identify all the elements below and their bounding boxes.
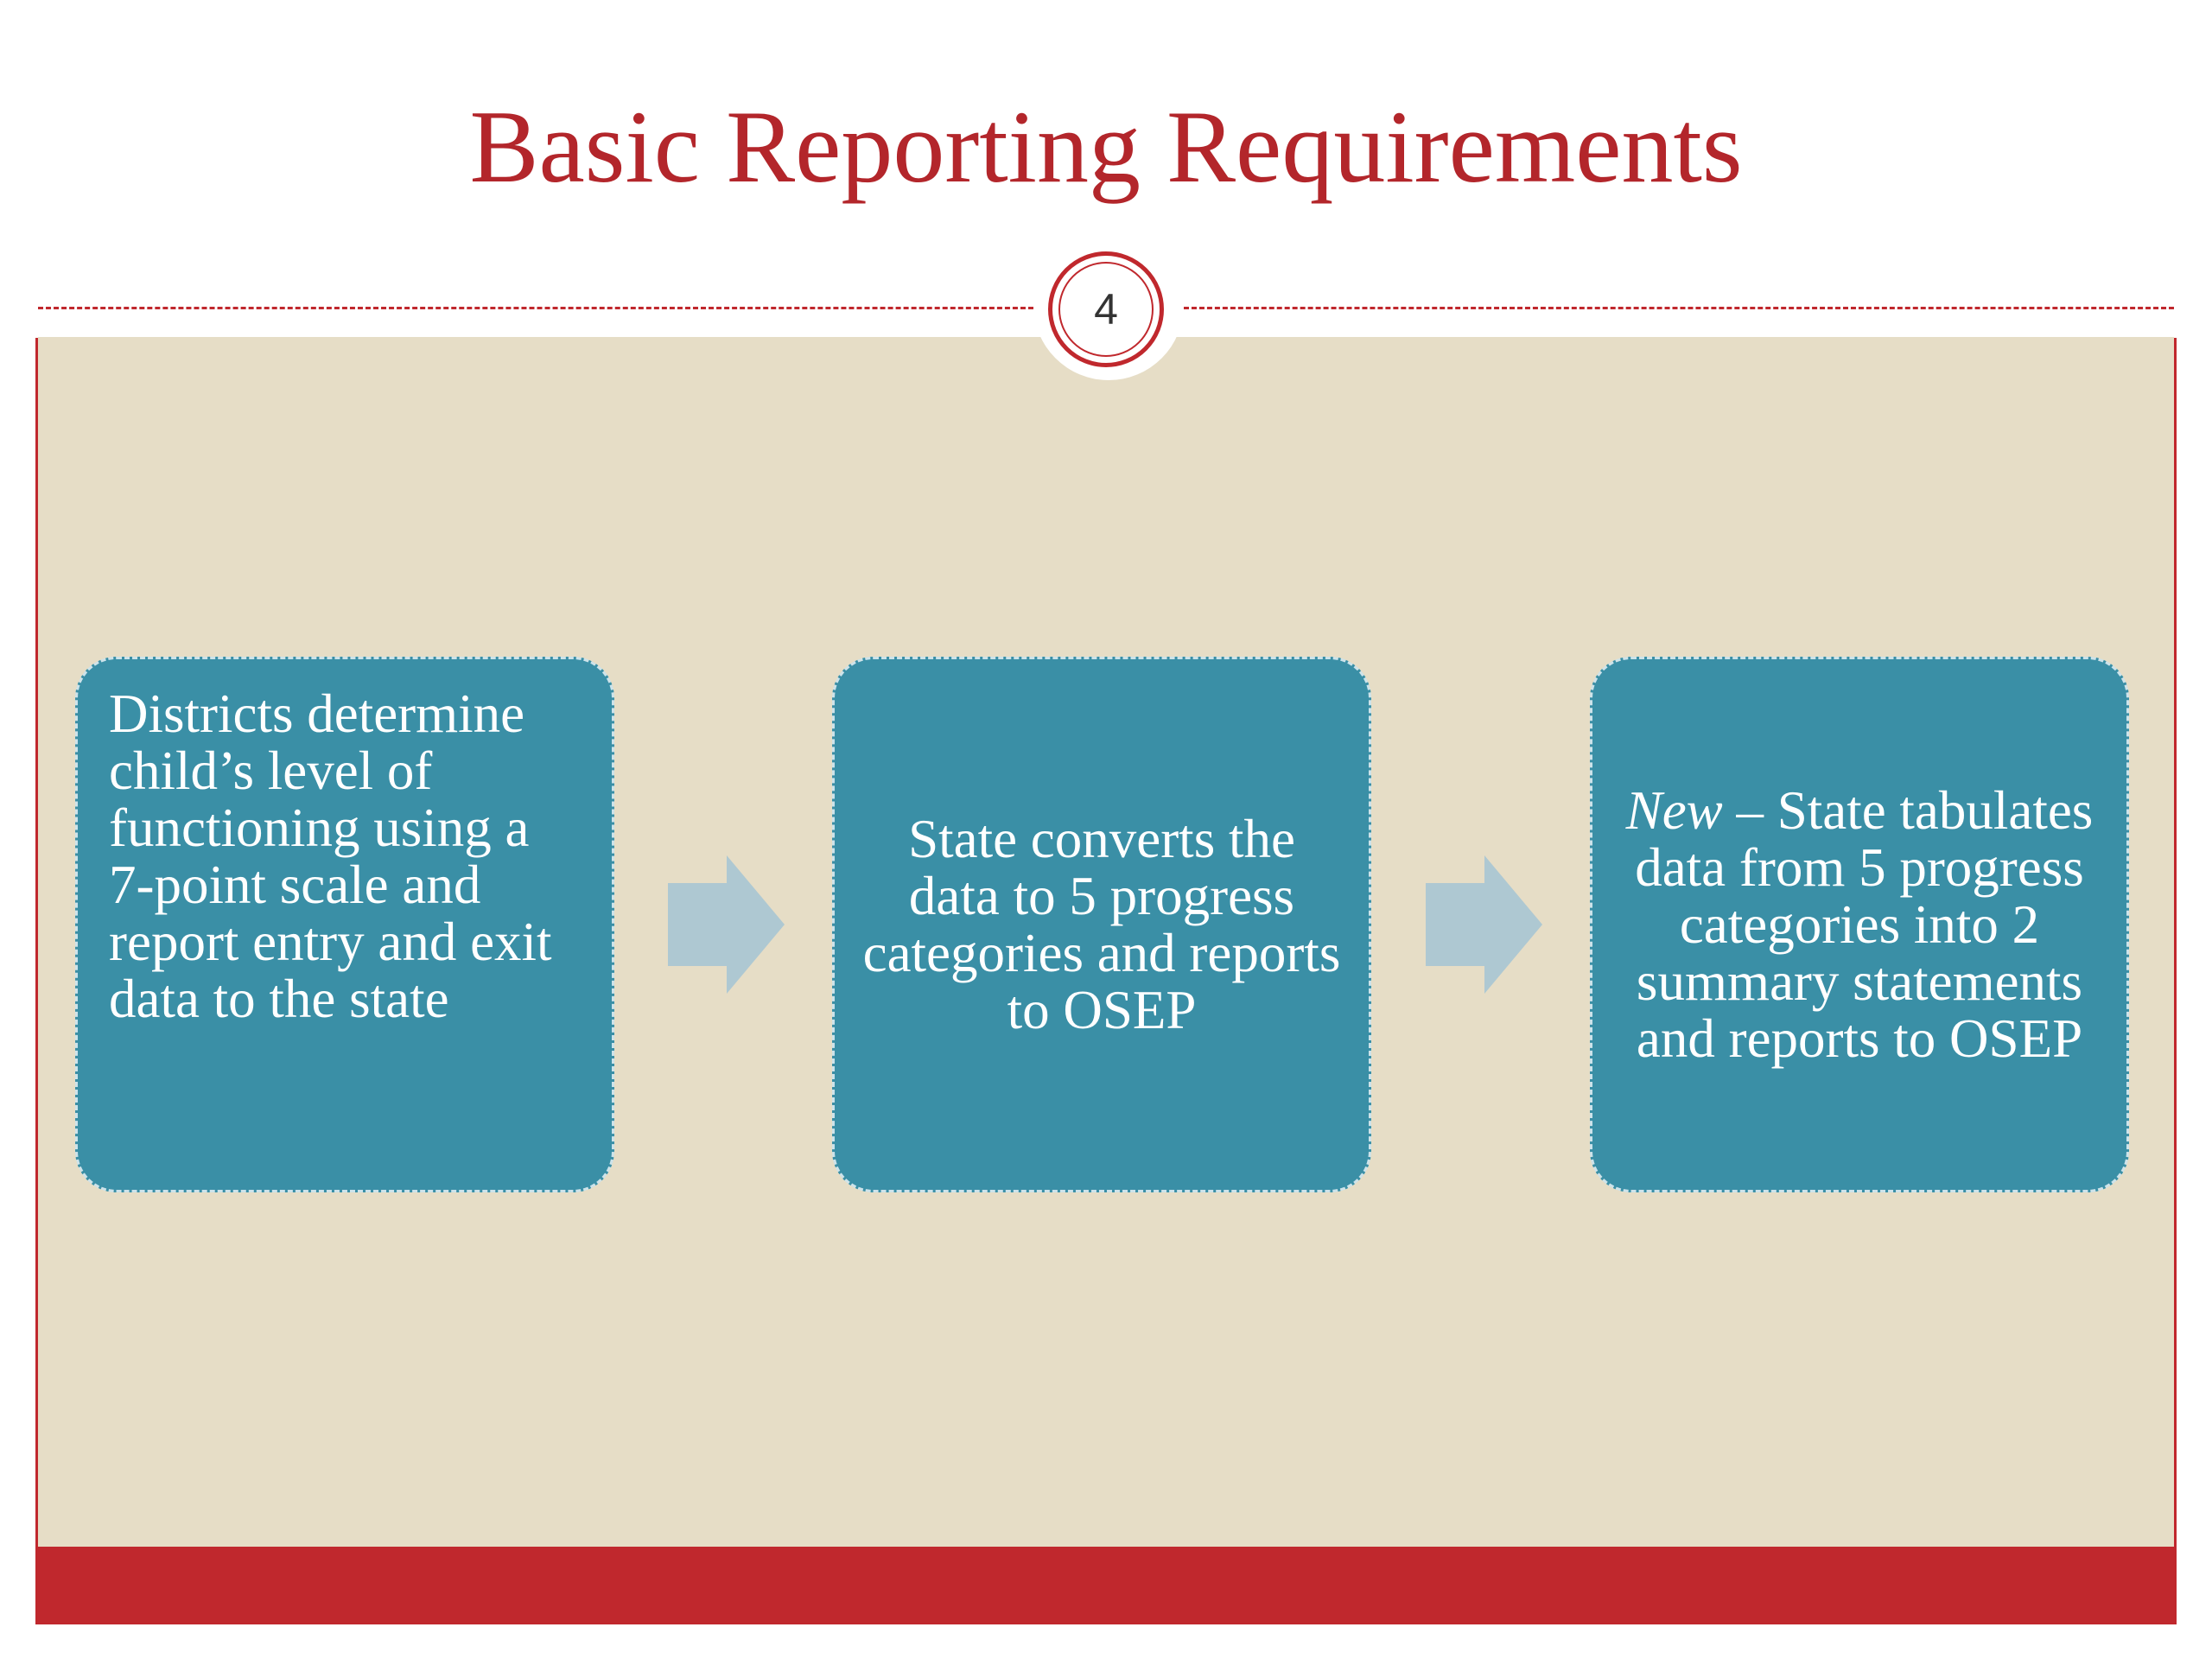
header-divider-right <box>1184 307 2174 309</box>
step-box-2: State converts the data to 5 progress ca… <box>832 657 1371 1192</box>
step-3-body: – State tabulates data from 5 progress c… <box>1635 780 2094 1069</box>
page-number: 4 <box>1058 262 1154 357</box>
step-1-text: Districts determine child’s level of fun… <box>109 683 552 1029</box>
step-3-emphasis: New <box>1625 780 1723 841</box>
step-box-3: New – State tabulates data from 5 progre… <box>1590 657 2129 1192</box>
step-2-text: State converts the data to 5 progress ca… <box>862 809 1341 1040</box>
footer-bar <box>38 1547 2174 1622</box>
right-arrow-icon <box>668 855 785 994</box>
step-box-1: Districts determine child’s level of fun… <box>75 657 614 1192</box>
header-divider-left <box>38 307 1033 309</box>
step-3-text: New – State tabulates data from 5 progre… <box>1620 782 2099 1067</box>
slide-title: Basic Reporting Requirements <box>469 89 1743 204</box>
right-arrow-icon <box>1426 855 1542 994</box>
